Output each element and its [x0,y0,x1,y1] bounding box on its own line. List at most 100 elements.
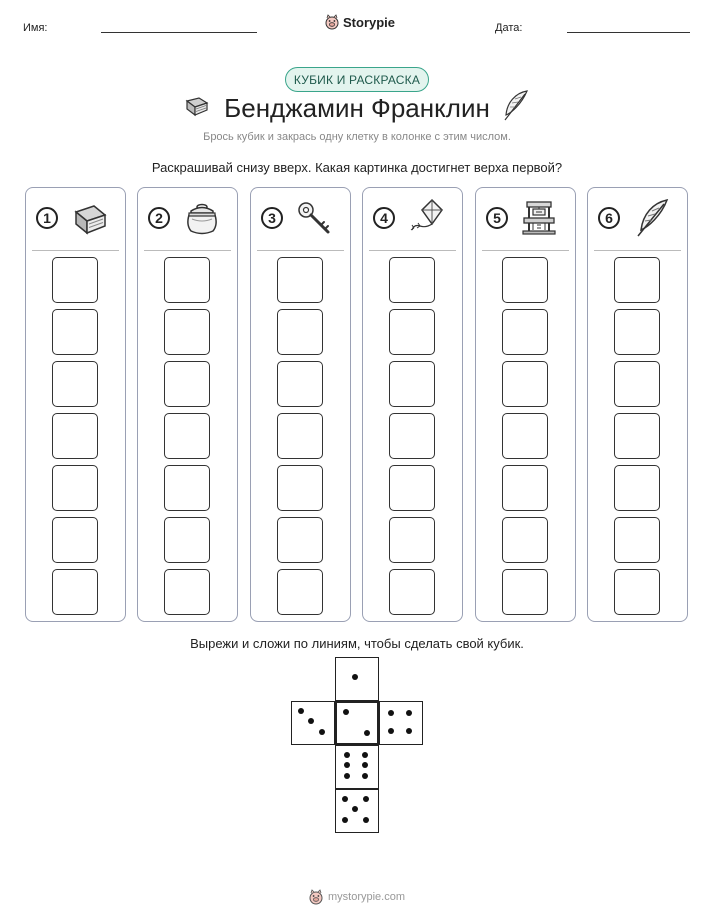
color-cell[interactable] [277,413,323,459]
column-4: 4 [362,187,463,622]
color-cell[interactable] [389,413,435,459]
color-cell[interactable] [614,517,660,563]
color-cell[interactable] [614,465,660,511]
key-icon [298,202,330,234]
color-cell[interactable] [52,517,98,563]
column-number: 5 [486,207,508,229]
pip [406,728,412,734]
pip [343,709,349,715]
column-1: 1 [25,187,126,622]
color-cell[interactable] [277,569,323,615]
brand-logo: Storypie [325,14,395,30]
color-cell[interactable] [502,569,548,615]
column-divider [144,250,231,251]
color-cell[interactable] [52,257,98,303]
pip [363,817,369,823]
column-5: 5 [475,187,576,622]
column-number: 1 [36,207,58,229]
color-cell[interactable] [614,413,660,459]
color-cell[interactable] [502,257,548,303]
column-3: 3 [250,187,351,622]
kite-icon [410,198,443,231]
color-cell[interactable] [164,361,210,407]
color-cell[interactable] [614,569,660,615]
column-divider [482,250,569,251]
color-cell[interactable] [502,465,548,511]
color-cell[interactable] [52,413,98,459]
footer-url[interactable]: mystorypie.com [327,891,406,903]
column-number: 4 [373,207,395,229]
brand-name: Storypie [343,14,396,30]
color-cell[interactable] [164,309,210,355]
color-cell[interactable] [389,361,435,407]
color-cell[interactable] [277,465,323,511]
name-line [101,32,257,33]
color-cell[interactable] [164,257,210,303]
color-cell[interactable] [277,361,323,407]
pip [388,728,394,734]
pip [344,773,350,779]
quill-icon [504,90,528,121]
die-face-4 [379,701,423,745]
pip [342,796,348,802]
color-cell[interactable] [164,569,210,615]
page-title: Бенджамин Франклин [224,93,490,123]
color-cell[interactable] [614,309,660,355]
column-divider [594,250,681,251]
color-cell[interactable] [389,465,435,511]
pip [352,806,358,812]
column-number: 6 [598,207,620,229]
color-cell[interactable] [389,517,435,563]
column-divider [369,250,456,251]
pig-mascot-icon [325,14,339,30]
pip [342,817,348,823]
die-face-1 [335,657,379,701]
color-cell[interactable] [277,517,323,563]
color-cell[interactable] [277,309,323,355]
pip [298,708,304,714]
die-face-2 [335,701,379,745]
pip [406,710,412,716]
die-face-3 [291,701,335,745]
column-number: 3 [261,207,283,229]
date-label: Дата: [495,22,523,34]
coloring-instruction: Раскрашивай снизу вверх. Какая картинка … [151,160,563,175]
die-face-5 [335,789,379,833]
pig-mascot-icon [309,889,323,905]
column-divider [32,250,119,251]
color-cell[interactable] [52,465,98,511]
color-cell[interactable] [502,517,548,563]
color-cell[interactable] [502,413,548,459]
color-cell[interactable] [277,257,323,303]
pip [344,752,350,758]
color-cell[interactable] [52,569,98,615]
pip [319,729,325,735]
page-subtitle: Брось кубик и закрась одну клетку в коло… [203,131,511,143]
color-cell[interactable] [389,309,435,355]
color-cell[interactable] [52,361,98,407]
pip [364,730,370,736]
column-2: 2 [137,187,238,622]
printing-press-icon [522,201,556,235]
color-cell[interactable] [164,413,210,459]
book-icon [74,205,107,235]
pip [344,762,350,768]
color-cell[interactable] [614,257,660,303]
color-cell[interactable] [52,309,98,355]
color-cell[interactable] [389,257,435,303]
color-cell[interactable] [614,361,660,407]
color-cell[interactable] [389,569,435,615]
book-icon [185,97,209,117]
pip [363,796,369,802]
color-cell[interactable] [502,309,548,355]
color-cell[interactable] [164,517,210,563]
column-6: 6 [587,187,688,622]
column-number: 2 [148,207,170,229]
color-cell[interactable] [502,361,548,407]
pip [388,710,394,716]
pip [362,752,368,758]
column-divider [257,250,344,251]
pip [308,718,314,724]
color-cell[interactable] [164,465,210,511]
date-line [567,32,690,33]
